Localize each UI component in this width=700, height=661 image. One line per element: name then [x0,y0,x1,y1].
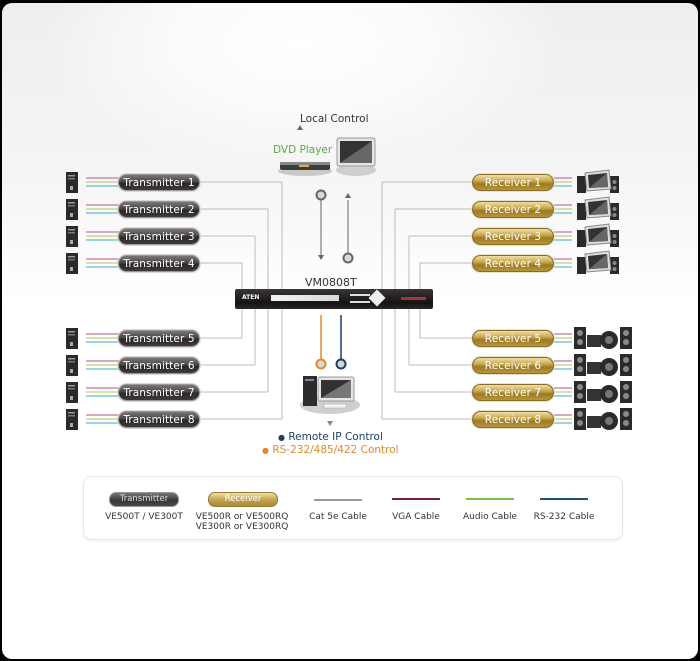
bullet-icon: ● [278,433,285,442]
speaker-system-icon [573,325,635,352]
source-pc-icon [65,328,81,350]
receiver-4: Receiver 4 [472,255,554,272]
receiver-5: Receiver 5 [472,330,554,347]
connector-icon [315,189,327,201]
source-pc-icon [65,382,81,404]
monitor-speakers-icon [576,169,620,195]
matrix-switch-device: ATEN [235,289,433,309]
device-display [271,295,339,301]
arrow-up-icon [345,193,351,198]
transmitter-6: Transmitter 6 [118,357,200,374]
device-name-label: VM0808T [305,276,357,289]
legend-vga-line [392,498,440,500]
speaker-system-icon [573,352,635,379]
device-buttons [350,294,370,296]
arrow-down-icon [327,421,333,426]
legend-cat5-label: Cat 5e Cable [309,512,367,522]
rs232-control-label: ● RS-232/485/422 Control [262,444,399,456]
local-control-label: Local Control [300,113,369,125]
device-brand-logo: ATEN [242,294,260,301]
speaker-system-icon [573,379,635,406]
legend-rs232-line [540,498,588,500]
legend-receiver-pill: Receiver [208,492,278,507]
monitor-speakers-icon [576,196,620,222]
speaker-system-icon [573,406,635,433]
bullet-icon: ● [262,446,269,455]
transmitter-8: Transmitter 8 [118,411,200,428]
receiver-2: Receiver 2 [472,201,554,218]
monitor-icon [334,137,378,177]
legend-audio-label: Audio Cable [463,512,517,522]
source-pc-icon [65,226,81,248]
dvd-player-icon [277,158,333,176]
transmitter-2: Transmitter 2 [118,201,200,218]
connector-icon [342,252,354,264]
legend-rs232-label: RS-232 Cable [533,512,595,522]
transmitter-7: Transmitter 7 [118,384,200,401]
legend-box: Transmitter VE500T / VE300T Receiver VE5… [83,476,623,540]
legend-cat5-line [314,499,362,501]
device-model-badge [401,297,426,300]
ip-connector-icon [335,358,347,370]
arrow-down-icon [318,255,324,260]
legend-transmitter-pill: Transmitter [109,492,179,507]
remote-ip-control-label: ● Remote IP Control [278,431,383,443]
receiver-3: Receiver 3 [472,228,554,245]
legend-transmitter-models: VE500T / VE300T [105,512,183,522]
source-pc-icon [65,199,81,221]
transmitter-5: Transmitter 5 [118,330,200,347]
source-pc-icon [65,409,81,431]
dvd-player-label: DVD Player [273,144,333,156]
legend-audio-line [466,498,514,500]
legend-receiver-models-2: VE300R or VE300RQ [195,522,289,532]
monitor-speakers-icon [576,223,620,249]
legend-receiver-models-1: VE500R or VE500RQ [195,512,289,522]
remote-pc-icon [298,373,362,415]
receiver-6: Receiver 6 [472,357,554,374]
monitor-speakers-icon [576,250,620,276]
device-nav-pad [368,289,386,307]
receiver-1: Receiver 1 [472,174,554,191]
legend-vga-label: VGA Cable [392,512,440,522]
source-pc-icon [65,355,81,377]
rs232-connector-icon [315,358,327,370]
transmitter-3: Transmitter 3 [118,228,200,245]
transmitter-4: Transmitter 4 [118,255,200,272]
transmitter-1: Transmitter 1 [118,174,200,191]
source-pc-icon [65,253,81,275]
source-pc-icon [65,172,81,194]
receiver-8: Receiver 8 [472,411,554,428]
receiver-7: Receiver 7 [472,384,554,401]
arrow-up-icon [297,125,303,130]
